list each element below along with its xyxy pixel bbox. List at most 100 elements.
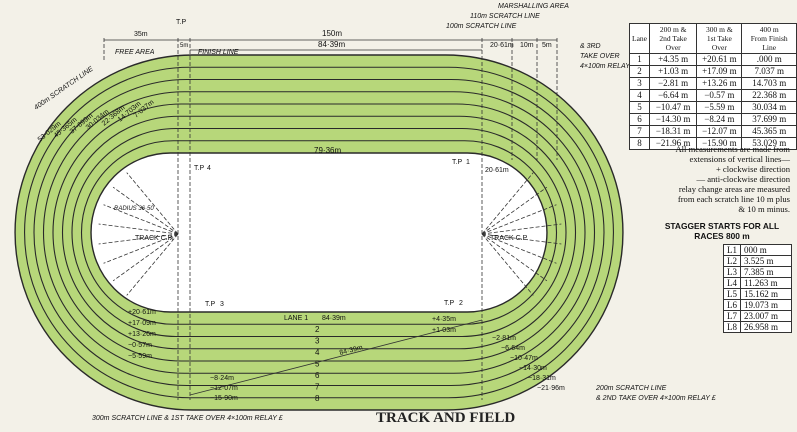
tp3-number: 3 <box>220 301 224 308</box>
table-cell: 30.034 m <box>741 101 797 114</box>
track-cp-right-label: TRACK C.P. <box>490 235 528 242</box>
radial-line <box>481 204 557 235</box>
dim-2061: 20·61m <box>490 42 514 49</box>
header-text-line: 2nd Take Over <box>659 34 687 52</box>
table-cell: 7.037 m <box>741 65 797 78</box>
table-cell: −8.24 m <box>696 113 743 126</box>
note-line: + clockwise direction <box>715 164 790 174</box>
radial-line <box>481 233 562 245</box>
construction-lines <box>98 38 562 400</box>
radial-line <box>98 233 179 245</box>
table-cell: L1 <box>723 244 741 256</box>
bottom-mid-label: −8·24m <box>210 375 234 382</box>
lane-line <box>62 115 576 350</box>
stagger-800-title-line1: STAGGER STARTS FOR ALL <box>664 221 780 231</box>
third-takeover-label: & 3RD <box>580 43 601 50</box>
bottom-right-label: −10·47m <box>510 355 538 362</box>
header-200m: 200 m &2nd Take Over <box>648 23 698 54</box>
radial-line <box>103 204 179 235</box>
table-cell: 3.525 m <box>740 255 792 267</box>
table-cell: 19.073 m <box>740 299 792 311</box>
table-cell: 37.699 m <box>741 113 797 126</box>
tp2-number: 2 <box>459 300 463 307</box>
track-cp-left-label: TRACK C.P. <box>135 235 173 242</box>
table-cell: −12.07 m <box>696 125 743 138</box>
dim-7936: 79·36m <box>314 146 341 155</box>
diagonal-line <box>189 319 483 396</box>
lane-number: 6 <box>315 371 320 380</box>
lane-number: 7 <box>315 383 320 392</box>
bottom-right-label: −18·31m <box>528 375 556 382</box>
table-cell: 2 <box>629 65 650 78</box>
lane-number: 3 <box>315 337 320 346</box>
table-cell: +13.26 m <box>696 77 743 90</box>
table-cell: L2 <box>723 255 741 267</box>
tp3-label: T.P <box>205 301 215 308</box>
table-cell: L4 <box>723 277 741 289</box>
note-line: — anti-clockwise direction <box>696 174 790 184</box>
radial-line <box>112 186 179 235</box>
table-cell: +17.09 m <box>696 65 743 78</box>
lane-line <box>71 127 567 338</box>
infield <box>90 152 548 313</box>
tp1-number: 1 <box>466 159 470 166</box>
bottom-right-label: −21·96m <box>537 385 565 392</box>
header-lane: Lane <box>629 23 650 54</box>
radial-line <box>481 233 548 282</box>
radial-line <box>112 233 179 282</box>
lane-line <box>43 91 595 374</box>
lane-line <box>52 103 586 362</box>
bottom-right-label: −2·81m <box>492 335 516 342</box>
scratch200b-label: & 2ND TAKE OVER 4×100m RELAY £ <box>596 395 717 402</box>
finish-line-label: FINISH LINE <box>198 49 239 56</box>
page-title: TRACK AND FIELD <box>376 410 516 426</box>
bottom-right-plus-label: +1·03m <box>432 327 456 334</box>
tp4-label: T.P <box>194 165 204 172</box>
bottom-mid-label: −12·07m <box>210 385 238 392</box>
table-cell: 23.007 m <box>740 310 792 322</box>
table-cell: 7 <box>629 125 650 138</box>
table-cell: 5 <box>629 101 650 114</box>
lane-number: 5 <box>315 360 320 369</box>
table-cell: −15.90 m <box>696 137 743 150</box>
table-cell: L8 <box>723 321 741 333</box>
radial-line <box>98 223 179 235</box>
tp2-label: T.P <box>444 300 454 307</box>
header-300m: 300 m &1st Take Over <box>696 23 743 54</box>
radial-line <box>481 172 534 235</box>
stagger-table: Lane 200 m &2nd Take Over 300 m &1st Tak… <box>629 23 797 150</box>
dim-5m-right: 5m <box>542 42 552 49</box>
table-cell: −2.81 m <box>648 77 698 90</box>
third-takeover-label2: TAKE OVER <box>580 53 620 60</box>
note-line: extensions of vertical lines— <box>689 154 790 164</box>
radial-line <box>481 186 548 235</box>
table-cell: −21.96 m <box>648 137 698 150</box>
scratch100-label: 100m SCRATCH LINE <box>446 23 517 30</box>
lane-number: 4 <box>315 348 320 357</box>
table-cell: 15.162 m <box>740 288 792 300</box>
table-cell: 53.029 m <box>741 137 797 150</box>
radial-line <box>481 233 557 264</box>
note-line: All measurements are made from <box>675 144 790 154</box>
table-cell: 1 <box>629 53 650 66</box>
header-text-line: From Finish Line <box>750 34 788 52</box>
table-cell: .000 m <box>741 53 797 66</box>
header-text-line: 200 m & <box>659 25 687 34</box>
bottom-left-label: +20·61m <box>128 309 156 316</box>
table-cell: −14.30 m <box>648 113 698 126</box>
bottom-left-label: +17·09m <box>128 320 156 327</box>
dim-35m: 35m <box>134 31 148 38</box>
radial-line <box>481 223 562 235</box>
bottom-right-plus-label: +4·35m <box>432 316 456 323</box>
stagger-800-title: STAGGER STARTS FOR ALL RACES 800 m <box>650 221 794 241</box>
track-oval <box>14 54 624 411</box>
table-cell: L5 <box>723 288 741 300</box>
